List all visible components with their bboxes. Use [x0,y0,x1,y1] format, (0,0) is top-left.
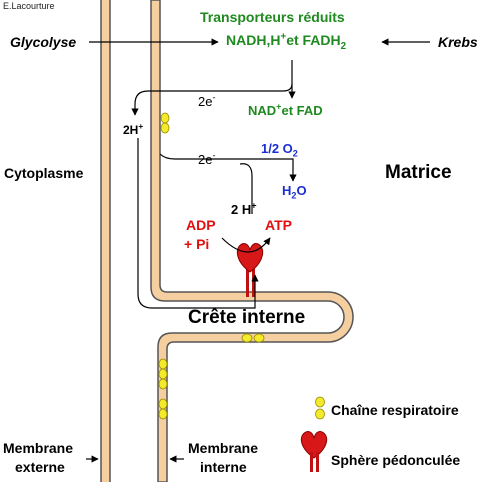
atp-label: ATP [265,217,292,233]
nadh-label: NADH,H+et FADH2 [226,31,347,52]
cytoplasme-label: Cytoplasme [4,165,84,181]
matrice-label: Matrice [385,162,452,183]
phosphorylation-arrow [221,237,271,253]
respiratory-chain-lower [158,358,168,420]
glycolyse-label: Glycolyse [10,34,77,50]
respiratory-chain-crista [241,333,265,343]
electron-label-1: 2e- [198,92,216,109]
legend-chain-label: Chaîne respiratoire [331,402,459,418]
respiratory-chain-upper [160,112,170,134]
transporteurs-label: Transporteurs réduits [200,9,345,25]
yellow-particle-pair-icon [315,396,325,420]
membrane-interne-label-2: interne [200,459,247,475]
nad-label: NAD+et FAD [248,101,323,118]
outer-membrane [100,0,111,482]
membrane-externe-label-1: Membrane [3,440,74,456]
membrane-externe-label-2: externe [15,459,65,475]
legend-sphere-label: Sphère pédonculée [331,452,461,468]
crete-label: Crête interne [188,307,306,328]
membrane-interne-label-1: Membrane [188,440,259,456]
credit-text: E.Lacourture [3,1,55,11]
proton-label-mid: 2 H+ [231,200,257,217]
proton-label-left: 2H+ [123,121,144,137]
krebs-label: Krebs [438,34,478,50]
red-stalked-sphere-icon [300,431,328,472]
oxygen-label: 1/2 O2 [261,141,298,159]
adp-label: ADP [186,217,216,233]
water-label: H2O [282,183,307,201]
electron-label-2: 2e- [198,150,216,167]
pi-label: + Pi [184,236,210,252]
electron-transport-arrows [131,60,297,309]
